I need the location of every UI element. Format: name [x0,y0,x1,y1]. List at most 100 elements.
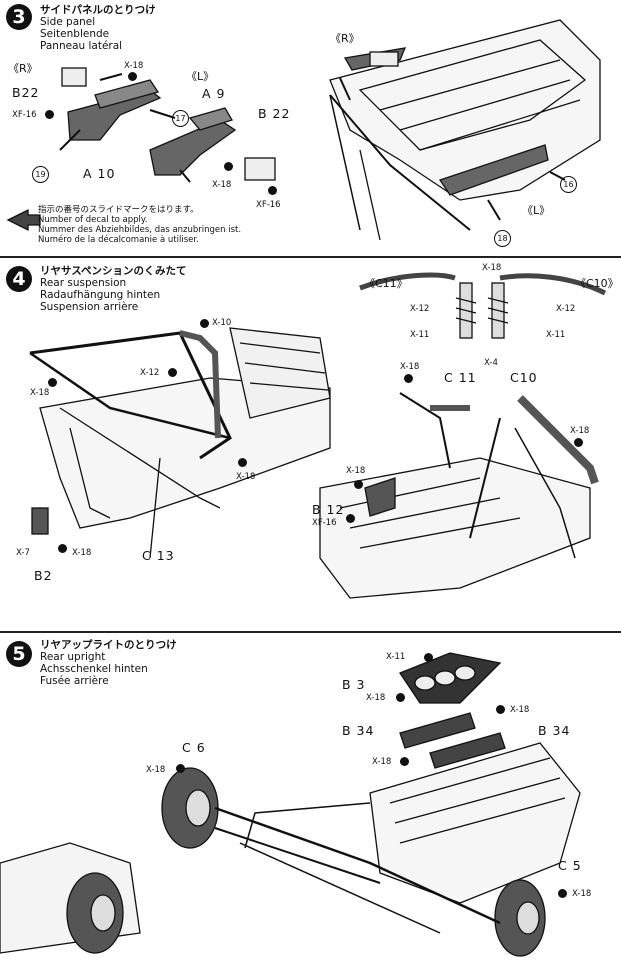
step-4-illustration [29,272,607,599]
step-3-section: 3 サイドパネルのとりつけ Side panel Seitenblende Pa… [0,0,621,255]
note-fr: Numéro de la décalcomanie à utiliser. [38,235,199,245]
note-jp: 指示の番号のスライドマークをはります。 [38,205,199,215]
paint-dot [558,889,567,898]
step-title: リヤサスペンションのくみたて Rear suspension Radaufhän… [40,265,186,313]
x10: X-10 [212,318,232,328]
x18-mid: X-18 [236,472,256,482]
note-en: Number of decal to apply. [38,215,148,225]
paint-dot [238,458,247,467]
paint-dot [404,374,413,383]
xf16-b: XF-16 [256,200,281,210]
x18-right: X-18 [510,705,530,715]
step-number: 4 [6,266,32,292]
x18-b34: X-18 [372,757,392,767]
title-de: Radaufhängung hinten [40,289,161,301]
part-c11: C 11 [444,370,477,385]
marker-l-right: 《L》 [522,204,551,217]
paint-dot [496,705,505,714]
step-title: サイドパネルのとりつけ Side panel Seitenblende Pann… [40,4,156,52]
paint-dot [224,162,233,171]
part-b3: B 3 [342,677,366,692]
x18-c6: X-18 [146,765,166,775]
step-title: リヤアップライトのとりつけ Rear upright Achsschenkel … [40,639,177,687]
title-en: Side panel [40,16,96,28]
title-jp: リヤサスペンションのくみたて [40,265,187,277]
paint-dot [168,368,177,377]
marker-l: 《L》 [186,70,215,83]
x18-b3: X-18 [366,693,386,703]
x18-a: X-18 [124,61,144,71]
part-c5: C 5 [558,858,582,873]
step-number: 3 [6,4,32,30]
section-divider [0,256,621,258]
x11-left: X-11 [410,330,430,340]
paint-dot [48,378,57,387]
x11: X-11 [386,652,406,662]
part-c10: C10 [510,370,538,385]
paint-dot [58,544,67,553]
decal-19: 19 [32,166,49,183]
paint-dot [176,764,185,773]
x12-mid: X-12 [140,368,160,378]
marker-r-left: 《R》 [8,62,38,75]
paint-dot [424,653,433,662]
x18-c5: X-18 [572,889,592,899]
part-b34-left: B 34 [342,723,375,738]
decal-note: 指示の番号のスライドマークをはります。 Number of decal to a… [38,205,241,245]
step-5-illustration [0,652,581,957]
step-number: 5 [6,641,32,667]
part-b12: B 12 [312,502,345,517]
paint-dot [128,72,137,81]
x18-b12: X-18 [346,466,366,476]
part-c6: C 6 [182,740,206,755]
paint-dot [396,693,405,702]
xf16-b12: XF-16 [312,518,337,528]
title-de: Achsschenkel hinten [40,663,148,675]
x7: X-7 [16,548,30,558]
paint-dot [354,480,363,489]
x12-right: X-12 [556,304,576,314]
title-jp: リヤアップライトのとりつけ [40,639,177,651]
xf16-a: XF-16 [12,110,37,120]
x18-b2: X-18 [72,548,92,558]
part-b2: B2 [34,568,53,583]
step-3-illustration [6,19,601,241]
paint-dot [400,757,409,766]
paint-dot [45,110,54,119]
paint-dot [268,186,277,195]
x18-left: X-18 [30,388,50,398]
title-fr: Fusée arrière [40,675,109,687]
part-b22-right: B 22 [258,106,291,121]
title-en: Rear upright [40,651,106,663]
decal-17: 17 [172,110,189,127]
part-b34-right: B 34 [538,723,571,738]
x11-right: X-11 [546,330,566,340]
title-fr: Panneau latéral [40,40,123,52]
title-jp: サイドパネルのとりつけ [40,4,156,16]
x18-r2: X-18 [570,426,590,436]
part-b22-left: B22 [12,85,40,100]
marker-c11: 《C11》 [364,277,408,290]
note-de: Nummer des Abziehbildes, das anzubringen… [38,225,242,235]
section-divider [0,631,621,633]
paint-dot [346,514,355,523]
x18-r1: X-18 [400,362,420,372]
title-de: Seitenblende [40,28,110,40]
marker-r-right: 《R》 [330,32,360,45]
x18-b: X-18 [212,180,232,190]
step-5-section: 5 リヤアップライトのとりつけ Rear upright Achsschenke… [0,633,621,964]
marker-c10: 《C10》 [575,277,619,290]
part-c13: C 13 [142,548,175,563]
title-fr: Suspension arrière [40,301,139,313]
title-en: Rear suspension [40,277,127,289]
step-4-section: 4 リヤサスペンションのくみたて Rear suspension Radaufh… [0,258,621,630]
paint-dot [574,438,583,447]
decal-16: 16 [560,176,577,193]
x4: X-4 [484,358,498,368]
part-a10: A 10 [83,166,116,181]
part-a9: A 9 [202,86,226,101]
decal-18: 18 [494,230,511,247]
x12-left: X-12 [410,304,430,314]
x18-top: X-18 [482,263,502,273]
paint-dot [200,319,209,328]
